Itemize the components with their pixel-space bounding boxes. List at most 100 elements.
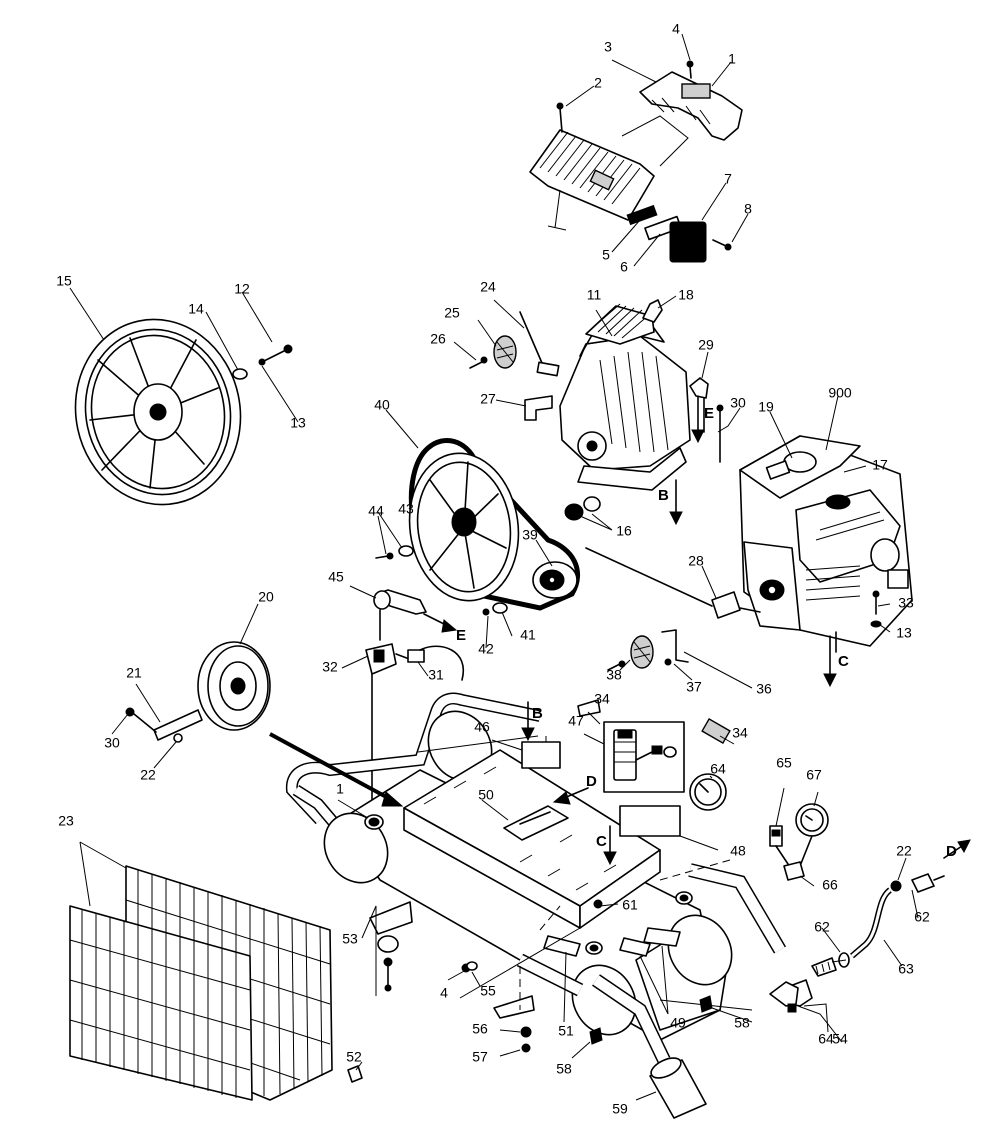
part-label: 19	[758, 399, 774, 415]
part-label: 24	[480, 279, 496, 295]
part-label: 13	[896, 625, 912, 641]
drain-fittings	[564, 496, 601, 521]
tank-labels-49-51	[543, 927, 681, 957]
cylinder-head-cover	[529, 115, 689, 231]
part-label: 27	[480, 391, 496, 407]
part-label: 57	[472, 1049, 488, 1065]
part-label: 20	[258, 589, 274, 605]
part-label: 4	[440, 985, 448, 1001]
part-label: 26	[430, 331, 446, 347]
part-label: 17	[872, 457, 888, 473]
rear-pipes	[516, 863, 787, 1064]
part-label: 14	[188, 301, 204, 317]
breather-and-elbow-29	[642, 299, 709, 433]
part-label: 45	[328, 569, 344, 585]
flow-letter: E	[704, 405, 714, 422]
part-label: 67	[806, 767, 822, 783]
mounting-bolts-misc	[607, 404, 882, 671]
part-label: 18	[678, 287, 694, 303]
part-label: 16	[616, 523, 632, 539]
leader-lines	[69, 33, 919, 1101]
handle-grip-59	[649, 1057, 707, 1119]
part-label: 64	[710, 761, 726, 777]
shaft-key-spacer	[585, 547, 761, 619]
flow-letter: C	[838, 653, 849, 670]
part-label: 38	[606, 667, 622, 683]
air-hose-assembly	[789, 873, 945, 1007]
part-label: 54	[832, 1031, 848, 1047]
part-label: 28	[688, 553, 704, 569]
part-label: 6	[620, 259, 628, 275]
part-label: 21	[126, 665, 142, 681]
tank-ports	[364, 814, 693, 955]
part-label: 51	[558, 1023, 574, 1039]
part-label: 49	[670, 1015, 686, 1031]
part-label: 12	[234, 281, 250, 297]
part-label: 40	[374, 397, 390, 413]
part-label: 58	[734, 1015, 750, 1031]
tank-deck-plate	[403, 736, 681, 929]
part-label: 64	[818, 1031, 834, 1047]
part-label: 42	[478, 641, 494, 657]
part-label: 13	[290, 415, 306, 431]
pulley-washers	[375, 545, 508, 616]
part-label: 22	[896, 843, 912, 859]
compressor-flywheel	[408, 452, 520, 602]
wheel	[197, 641, 271, 731]
part-label: 63	[898, 961, 914, 977]
gas-engine	[739, 435, 913, 653]
flow-letter: C	[596, 833, 607, 850]
part-label: 47	[568, 713, 584, 729]
axle-parts	[125, 707, 203, 743]
valve-plate-parts	[626, 204, 707, 263]
flow-letter: D	[946, 843, 957, 860]
part-label: 61	[622, 897, 638, 913]
part-label: 65	[776, 755, 792, 771]
part-label: 3	[604, 39, 612, 55]
part-label: 62	[814, 919, 830, 935]
part-label: 8	[744, 201, 752, 217]
motor-pulley	[532, 561, 578, 599]
part-label: 34	[594, 691, 610, 707]
flow-letter: B	[532, 705, 543, 722]
belt-guard-top-cover	[639, 71, 743, 141]
part-label: 25	[444, 305, 460, 321]
part-label: 2	[594, 75, 602, 91]
part-label: 7	[724, 171, 732, 187]
part-label: 15	[56, 273, 72, 289]
elbow-54	[769, 981, 799, 1013]
flow-letter: D	[586, 773, 597, 790]
part-label: 5	[602, 247, 610, 263]
part-label: 62	[914, 909, 930, 925]
part-label: 23	[58, 813, 74, 829]
flow-letter: E	[456, 627, 466, 644]
flow-letter: B	[658, 487, 669, 504]
part-label: 41	[520, 627, 536, 643]
part-label: 59	[612, 1101, 628, 1117]
flow-arrows	[269, 395, 971, 866]
part-label: 30	[104, 735, 120, 751]
compressor-pump	[559, 303, 691, 491]
part-label: 66	[822, 877, 838, 893]
flywheel-bolt-washers	[232, 344, 293, 380]
part-label: 31	[428, 667, 444, 683]
part-label: 39	[522, 527, 538, 543]
part-label: 44	[368, 503, 384, 519]
part-label: 46	[474, 719, 490, 735]
part-label: 34	[732, 725, 748, 741]
vibration-pads	[347, 901, 713, 1083]
part-label: 53	[342, 931, 358, 947]
part-label: 33	[898, 595, 914, 611]
part-label: 43	[398, 501, 414, 517]
part-label: 11	[587, 287, 602, 303]
dashed-connections	[417, 735, 753, 1011]
part-label: 30	[730, 395, 746, 411]
part-label: 1	[336, 781, 344, 797]
belt-guard	[69, 865, 333, 1101]
flow-letters: E B C E B D C D	[456, 405, 957, 860]
part-label: 55	[480, 983, 496, 999]
part-label: 50	[478, 787, 494, 803]
part-label: 52	[346, 1049, 362, 1065]
part-label: 58	[556, 1061, 572, 1077]
